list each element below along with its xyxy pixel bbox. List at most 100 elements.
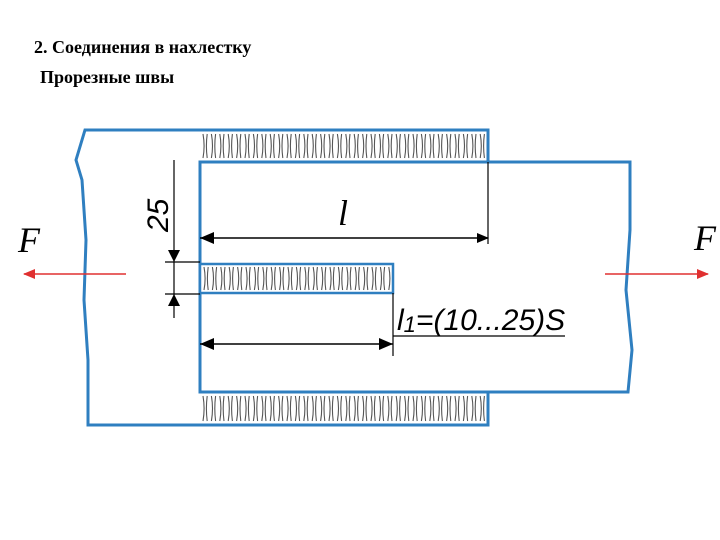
weld-stroke [371,266,374,291]
weld-stroke [353,395,356,422]
weld-stroke [205,133,208,159]
weld-stroke [303,395,306,422]
weld-stroke [340,395,343,422]
weld-stroke [215,266,218,291]
weld-stroke [345,395,348,422]
dim-arrow-down [168,250,180,262]
dim-l1-sub: 1 [404,312,416,337]
weld-stroke [265,266,268,291]
weld-stroke [262,266,265,291]
weld-stroke [446,133,449,159]
weld-stroke [332,266,335,291]
weld-stroke [227,133,230,159]
weld-stroke [404,133,407,159]
weld-stroke [466,133,469,159]
weld-stroke [289,133,292,159]
weld-top [202,133,485,159]
weld-stroke [449,395,452,422]
weld-stroke [244,133,247,159]
weld-stroke [210,395,214,422]
weld-stroke [457,133,460,159]
weld-stroke [437,133,440,159]
weld-stroke [357,395,359,422]
weld-stroke [211,266,215,291]
weld-stroke [483,395,485,422]
weld-stroke [248,266,251,291]
weld-stroke [232,266,234,291]
slide-title: 2. Соединения в нахлестку [34,37,252,57]
weld-stroke [457,395,460,422]
weld-stroke [366,266,369,291]
weld-stroke [311,133,314,159]
weld-stroke [365,133,368,159]
weld-stroke [429,395,432,422]
weld-stroke [316,266,318,291]
weld-stroke [228,266,231,291]
weld-stroke [269,133,272,159]
weld-stroke [370,395,373,422]
weld-stroke [323,395,326,422]
dim-l-arrow-left [200,232,214,244]
weld-stroke [264,133,267,159]
weld-stroke [202,133,205,159]
force-left-label: F [17,220,41,260]
weld-stroke [304,266,307,291]
weld-stroke [479,133,482,159]
force-right-label: F [693,218,717,258]
weld-stroke [252,395,256,422]
slide-subtitle: Прорезные швы [40,67,175,87]
weld-stroke [294,395,298,422]
weld-stroke [373,133,376,159]
weld-stroke [281,133,284,159]
weld-stroke [331,395,334,422]
weld-stroke [279,266,282,291]
weld-stroke [219,395,222,422]
weld-stroke [466,395,469,422]
weld-stroke [383,266,386,291]
weld-stroke [223,266,226,291]
weld-stroke [354,266,357,291]
weld-stroke [337,266,341,291]
weld-stroke [424,133,427,159]
weld-stroke [378,395,382,422]
dim-vertical-label: 25 [142,198,175,233]
weld-stroke [462,395,466,422]
weld-stroke [336,133,340,159]
weld-stroke [336,395,340,422]
weld-stroke [252,133,256,159]
weld-stroke [420,133,424,159]
weld-stroke [299,266,302,291]
weld-stroke [437,395,440,422]
weld-stroke [236,133,239,159]
weld-stroke [454,133,457,159]
weld-stroke [429,133,432,159]
weld-stroke [261,395,264,422]
weld-stroke [412,133,415,159]
weld-stroke [390,133,393,159]
weld-stroke [303,133,306,159]
weld-stroke [282,266,285,291]
dim-l-label: l [338,193,348,233]
weld-stroke [290,266,293,291]
weld-stroke [415,133,418,159]
weld-stroke [462,133,466,159]
weld-stroke [412,395,415,422]
right-plate [198,160,634,394]
weld-stroke [306,395,309,422]
weld-stroke [370,133,373,159]
weld-stroke [214,395,217,422]
weld-stroke [295,266,299,291]
weld-stroke [424,395,427,422]
weld-stroke [256,133,259,159]
weld-stroke [441,133,443,159]
weld-stroke [363,266,366,291]
weld-stroke [471,395,474,422]
weld-stroke [307,266,310,291]
weld-stroke [432,133,435,159]
weld-stroke [273,133,275,159]
weld-stroke [348,133,351,159]
weld-stroke [222,133,225,159]
weld-stroke [432,395,435,422]
weld-stroke [289,395,292,422]
